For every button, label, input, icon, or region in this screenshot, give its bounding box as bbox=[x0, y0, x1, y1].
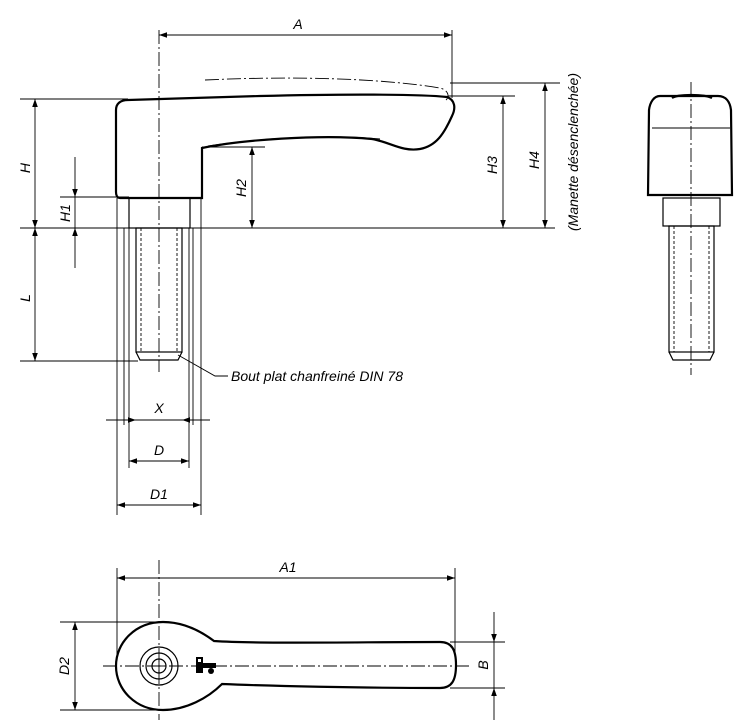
front-view: A H H1 L H2 H3 H4 (Manette désenclenchée… bbox=[17, 16, 581, 515]
side-handle-body bbox=[646, 94, 734, 197]
tip-note: Bout plat chanfreiné DIN 78 bbox=[231, 368, 403, 384]
released-note: (Manette désenclenchée) bbox=[565, 73, 581, 231]
dim-label-A1: A1 bbox=[278, 559, 296, 575]
dim-label-D1: D1 bbox=[150, 486, 168, 502]
dim-label-H: H bbox=[17, 162, 33, 173]
dim-label-A: A bbox=[292, 16, 302, 32]
dim-label-L: L bbox=[17, 294, 33, 302]
top-handle-outline bbox=[114, 620, 458, 712]
side-chamfered-tip bbox=[668, 351, 715, 361]
dim-label-D2: D2 bbox=[56, 657, 72, 675]
side-threaded-stud bbox=[668, 225, 715, 353]
top-view: A1 D2 B bbox=[56, 559, 505, 720]
released-handle-outline bbox=[204, 77, 449, 101]
side-view bbox=[646, 82, 734, 375]
brand-logo-icon bbox=[196, 657, 216, 674]
dim-label-H1: H1 bbox=[57, 204, 73, 222]
tip-leader bbox=[177, 354, 228, 377]
handle-body bbox=[114, 93, 456, 200]
dim-label-X: X bbox=[153, 400, 164, 416]
dim-label-H2: H2 bbox=[233, 179, 249, 197]
handle-inner-edge bbox=[207, 136, 381, 147]
dim-label-B: B bbox=[475, 660, 491, 669]
dim-label-H4: H4 bbox=[526, 151, 542, 169]
side-collar bbox=[662, 197, 721, 227]
dim-label-H3: H3 bbox=[484, 156, 500, 174]
dim-label-D: D bbox=[154, 442, 164, 458]
collar bbox=[128, 197, 191, 229]
